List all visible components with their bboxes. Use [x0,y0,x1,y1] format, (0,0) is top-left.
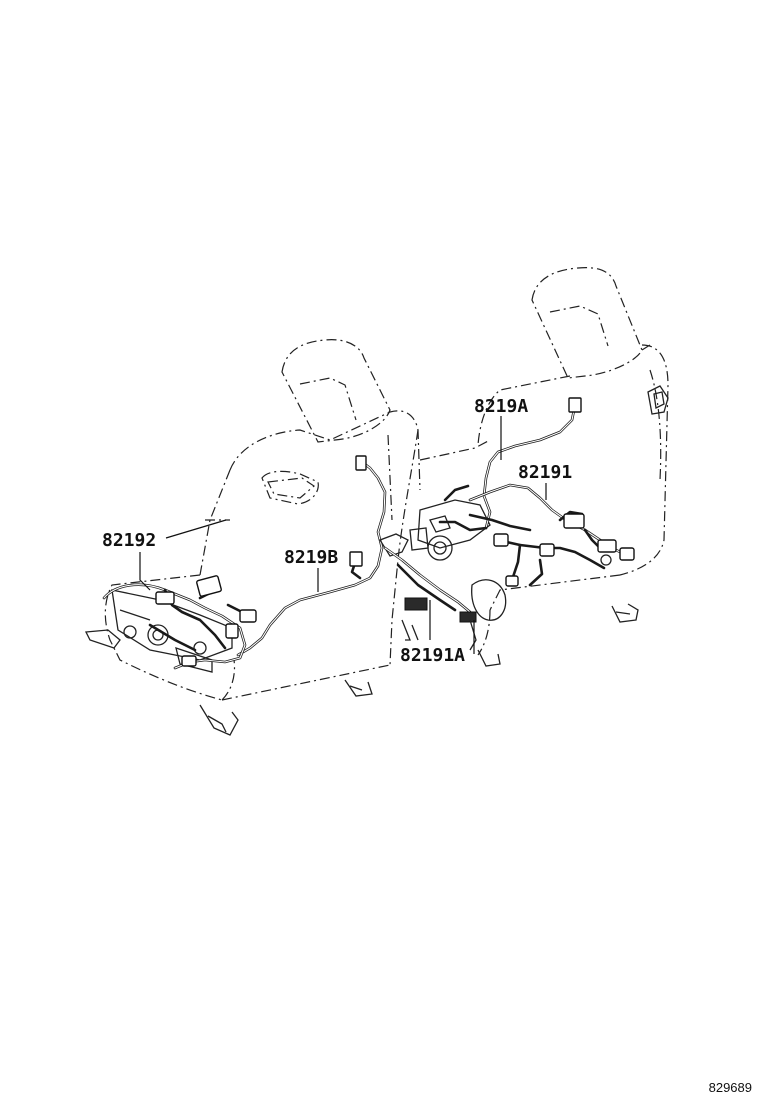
harness-82192 [102,575,257,670]
harness-8219b [236,455,387,657]
callout-82191a: 82191A [400,645,465,666]
callout-labels: 82192 8219B 8219A 82191 82191A [102,396,572,666]
reference-number: 829689 [709,1080,752,1095]
left-seat-outline [104,339,421,701]
center-junction [379,533,477,651]
right-seat-rails [477,603,639,667]
left-seat-rails [84,629,373,736]
harness-82191 [443,483,635,587]
leader-82192-hook [139,552,151,591]
right-seat-hardware [409,499,507,621]
right-seat-outline [419,267,669,656]
callout-82192: 82192 [102,530,156,551]
callout-8219a: 8219A [474,396,528,417]
leader-82192 [165,519,227,539]
callout-82191: 82191 [518,462,572,483]
callout-8219b: 8219B [284,547,338,568]
leader-lines [139,416,547,654]
harness-8219a [438,397,582,532]
